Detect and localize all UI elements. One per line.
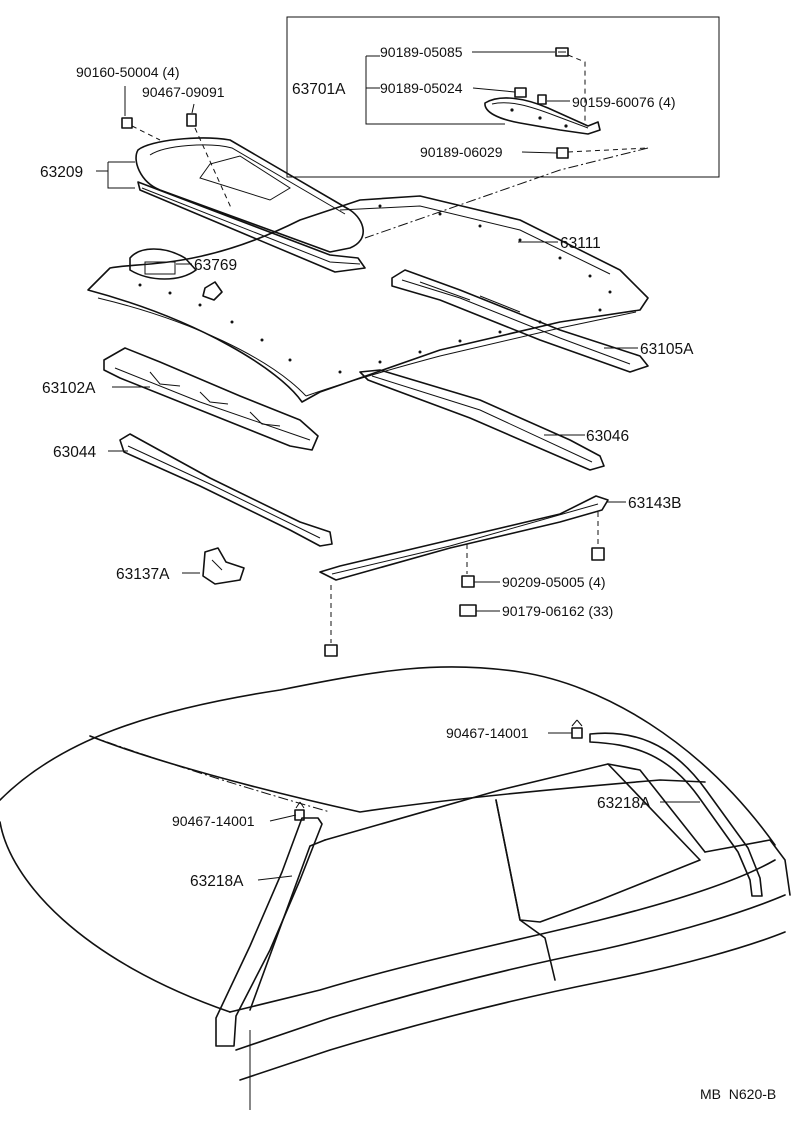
screw-90160-50004 bbox=[121, 117, 133, 129]
screw-90189-05085 bbox=[555, 47, 569, 57]
screw-90159-60076 bbox=[537, 94, 547, 105]
label-90467-14001-left: 90467-14001 bbox=[172, 813, 255, 829]
rear-bow-63143b bbox=[319, 495, 609, 581]
label-90179-06162: 90179-06162 (33) bbox=[502, 603, 613, 619]
label-63102a: 63102A bbox=[42, 380, 96, 397]
label-63143b: 63143B bbox=[628, 495, 681, 512]
label-63701a: 63701A bbox=[292, 81, 346, 98]
label-63137a: 63137A bbox=[116, 566, 170, 583]
nut-upper bbox=[591, 547, 605, 561]
label-63046: 63046 bbox=[586, 428, 629, 445]
label-63769: 63769 bbox=[194, 257, 237, 274]
front-header-63102a bbox=[103, 347, 319, 451]
clip-90209-05005 bbox=[461, 575, 475, 588]
label-63105a: 63105A bbox=[640, 341, 694, 358]
clip-90467-09091 bbox=[186, 113, 197, 127]
drain-rail-63105a bbox=[391, 269, 649, 373]
diagram-code: MB N620-B bbox=[700, 1086, 776, 1102]
label-90189-05024: 90189-05024 bbox=[380, 80, 463, 96]
label-90467-09091: 90467-09091 bbox=[142, 84, 225, 100]
label-63218a-right: 63218A bbox=[597, 795, 651, 812]
label-90189-05085: 90189-05085 bbox=[380, 44, 463, 60]
label-90189-06029: 90189-06029 bbox=[420, 144, 503, 160]
bracket-63137a bbox=[202, 547, 245, 585]
label-90209-05005: 90209-05005 (4) bbox=[502, 574, 606, 590]
label-63209: 63209 bbox=[40, 164, 83, 181]
weatherstrip-left bbox=[215, 817, 323, 1047]
weatherstrip-right bbox=[589, 732, 763, 897]
label-63218a-left: 63218A bbox=[190, 873, 244, 890]
label-90160-50004: 90160-50004 (4) bbox=[76, 64, 180, 80]
screw-90189-05024 bbox=[514, 87, 527, 98]
label-63111: 63111 bbox=[560, 235, 601, 252]
screw-90189-06029 bbox=[556, 147, 569, 159]
front-bow-63044 bbox=[119, 433, 333, 547]
clip-90467-14001-left bbox=[294, 801, 305, 821]
sunroof-panel bbox=[135, 137, 366, 273]
inset-frame bbox=[286, 16, 720, 178]
clip-90179-06162 bbox=[459, 604, 477, 617]
car-body-outline bbox=[0, 666, 791, 1110]
sunshade-bracket bbox=[484, 97, 601, 135]
rear-header-63046 bbox=[359, 369, 605, 471]
label-63044: 63044 bbox=[53, 444, 96, 461]
nut-lower bbox=[324, 644, 338, 657]
clip-90467-14001-right bbox=[571, 719, 583, 739]
label-90159-60076: 90159-60076 (4) bbox=[572, 94, 676, 110]
label-90467-14001-right: 90467-14001 bbox=[446, 725, 529, 741]
